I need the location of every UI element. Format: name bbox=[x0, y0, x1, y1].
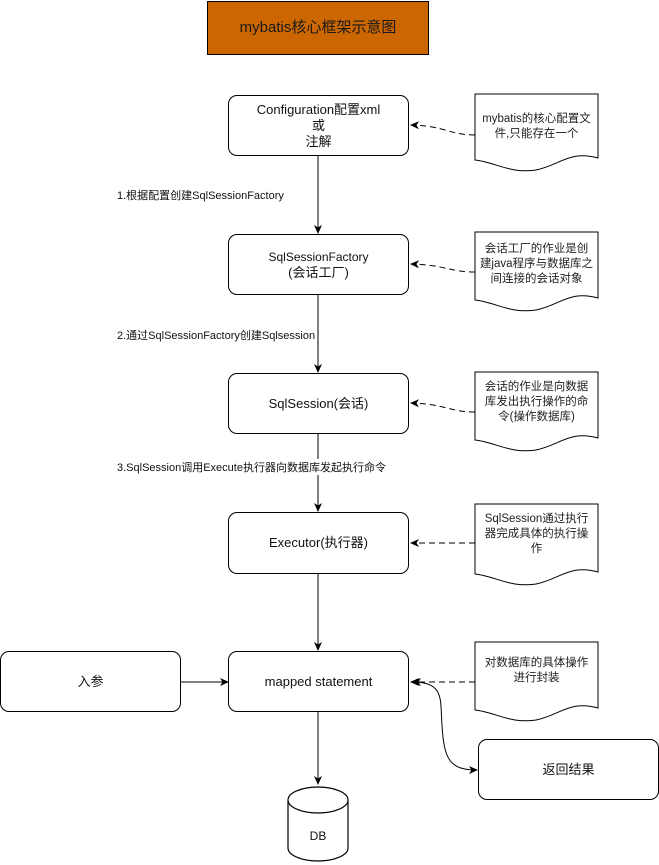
result-label: 返回结果 bbox=[542, 761, 595, 777]
note-mapped-line-2: 进行封装 bbox=[513, 672, 560, 684]
edge-note-config bbox=[410, 121, 476, 136]
input-label: 入参 bbox=[77, 673, 104, 689]
executor-label: Executor(执行器) bbox=[269, 535, 368, 550]
edge-label-step1: 1.根据配置创建SqlSessionFactory bbox=[117, 187, 284, 203]
edge-note-factory bbox=[410, 260, 476, 273]
note-configuration: mybatis的核心配置文 件,只能存在一个 bbox=[475, 105, 598, 149]
db-label: DB bbox=[309, 829, 327, 843]
configuration-line-1: Configuration配置xml bbox=[256, 101, 381, 117]
note-factory-shape bbox=[474, 231, 599, 312]
diagram-title: mybatis核心框架示意图 bbox=[207, 1, 429, 55]
node-input-params[interactable]: 入参 bbox=[0, 651, 181, 712]
configuration-line-2: 或 bbox=[311, 117, 325, 133]
edge-mapped-result bbox=[412, 678, 478, 774]
edge-note-session bbox=[410, 399, 476, 413]
note-factory-line-3: 间连接的会话对象 bbox=[490, 272, 583, 285]
db-cylinder bbox=[287, 786, 349, 862]
node-configuration[interactable]: Configuration配置xml 或 注解 bbox=[228, 95, 409, 156]
node-sqlsessionfactory[interactable]: SqlSessionFactory (会话工厂) bbox=[228, 234, 409, 295]
node-executor[interactable]: Executor(执行器) bbox=[228, 512, 409, 574]
note-executor-line-3: 作 bbox=[530, 542, 543, 555]
note-executor-shape bbox=[474, 503, 599, 586]
note-session-line-2: 库发出执行操作的命 bbox=[484, 395, 589, 408]
node-return-result[interactable]: 返回结果 bbox=[478, 739, 659, 800]
configuration-line-3: 注解 bbox=[305, 133, 332, 149]
node-sqlsession[interactable]: SqlSession(会话) bbox=[228, 373, 409, 434]
edge-label-step2: 2.通过SqlSessionFactory创建Sqlsession bbox=[117, 327, 316, 343]
note-mapped: 对数据库的具体操作 进行封装 bbox=[475, 653, 598, 689]
diagram-title-text: mybatis核心框架示意图 bbox=[239, 19, 397, 36]
note-mapped-line-1: 对数据库的具体操作 bbox=[484, 657, 589, 669]
node-mapped-statement[interactable]: mapped statement bbox=[228, 651, 409, 712]
factory-line-1: SqlSessionFactory bbox=[268, 249, 369, 264]
note-factory-line-2: 建java程序与数据库之 bbox=[479, 257, 594, 270]
note-executor: SqlSession通过执行 器完成具体的执行操 作 bbox=[475, 508, 598, 560]
note-session-line-1: 会话的作业是向数据 bbox=[484, 380, 589, 393]
note-config-line-2: 件,只能存在一个 bbox=[494, 128, 579, 140]
mapped-label: mapped statement bbox=[264, 673, 373, 689]
edge-label-step3: 3.SqlSession调用Execute执行器向数据库发起执行命令 bbox=[117, 459, 386, 475]
note-config-shape bbox=[474, 93, 599, 172]
note-executor-line-2: 器完成具体的执行操 bbox=[484, 527, 589, 540]
factory-line-2: (会话工厂) bbox=[288, 264, 349, 280]
note-mapped-shape bbox=[474, 641, 599, 722]
db-label-wrap: DB bbox=[288, 822, 348, 850]
note-config-line-1: mybatis的核心配置文 bbox=[482, 113, 591, 125]
session-label: SqlSession(会话) bbox=[268, 395, 369, 411]
note-factory: 会话工厂的作业是创 建java程序与数据库之 间连接的会话对象 bbox=[475, 238, 598, 290]
note-session: 会话的作业是向数据 库发出执行操作的命 令(操作数据库) bbox=[475, 376, 598, 428]
note-session-line-3: 令(操作数据库) bbox=[498, 410, 575, 423]
note-session-shape bbox=[474, 371, 599, 452]
note-executor-line-1: SqlSession通过执行 bbox=[484, 512, 589, 525]
note-factory-line-1: 会话工厂的作业是创 bbox=[484, 242, 589, 255]
